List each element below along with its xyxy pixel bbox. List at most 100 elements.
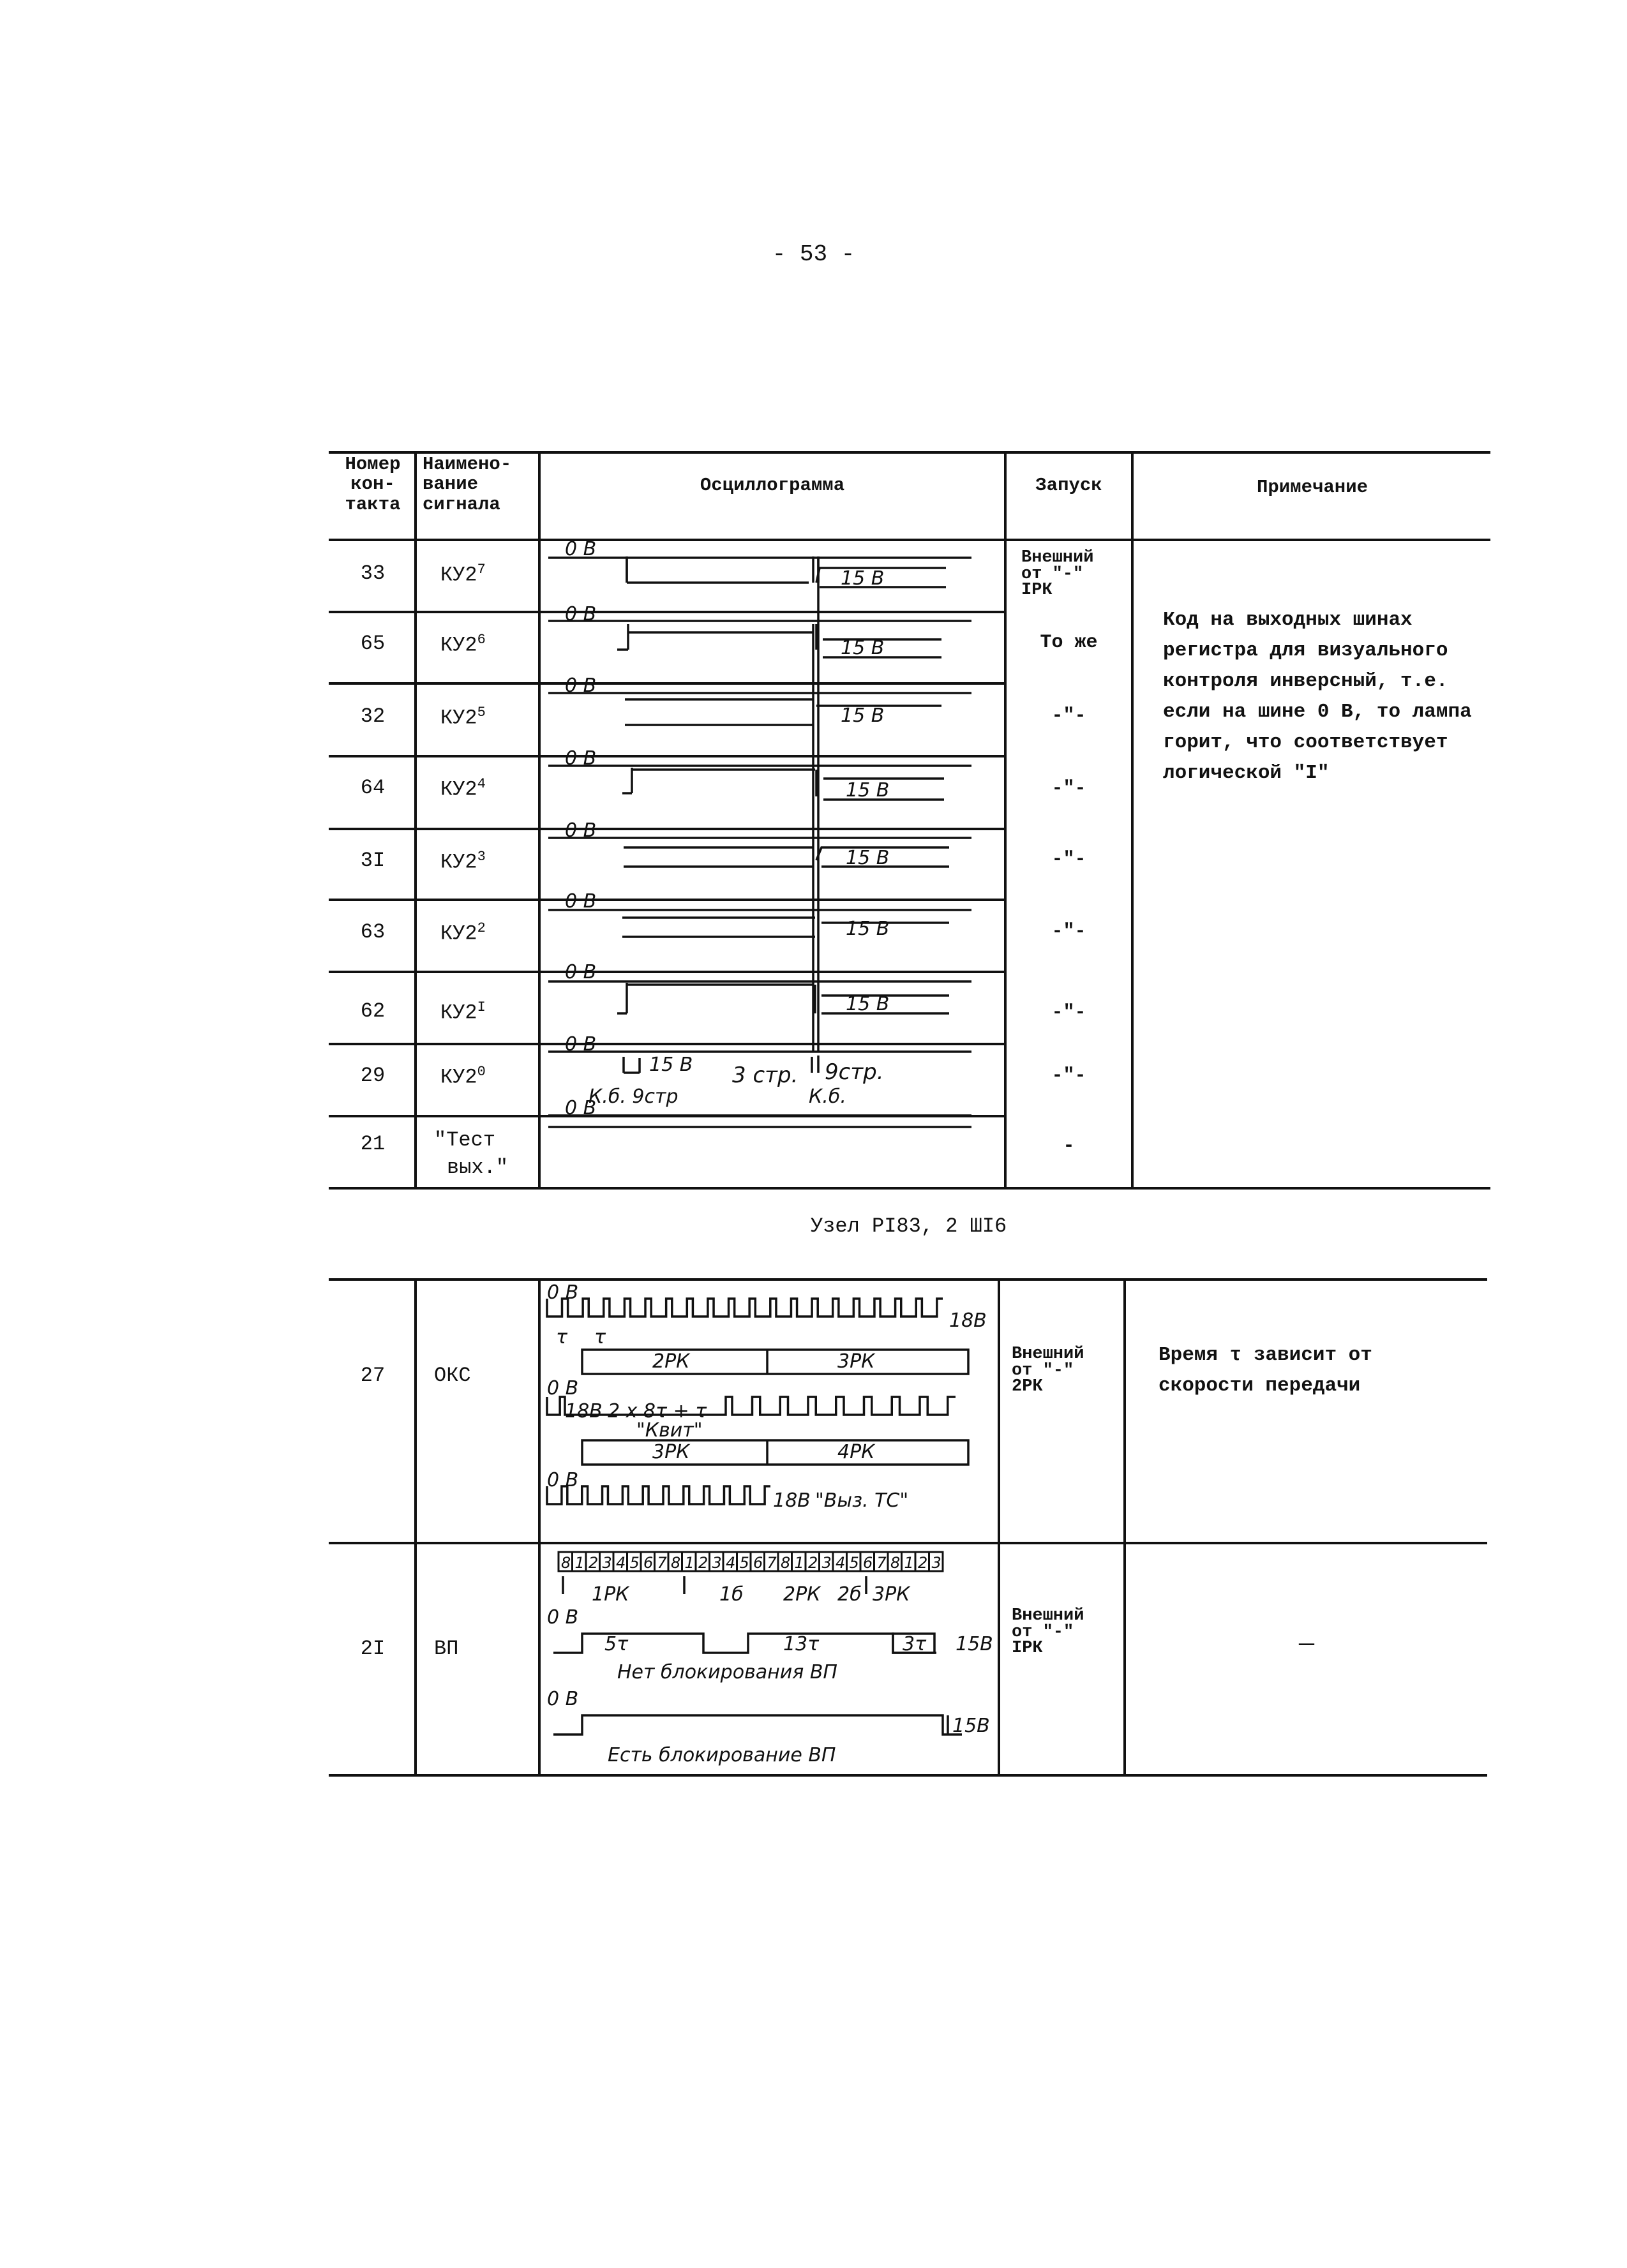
digit-label: 1	[904, 1554, 914, 1572]
level-label: 15 В	[649, 1054, 693, 1076]
launch-source: -"-	[1051, 1002, 1086, 1024]
rk-label: 3РК	[652, 1441, 691, 1463]
zero-volt-label: 0 В	[565, 819, 596, 842]
tau-label: τ	[594, 1326, 606, 1348]
tau-count-label: 13τ	[783, 1633, 820, 1655]
launch-source: -"-	[1051, 921, 1086, 943]
contact-no: 63	[360, 920, 386, 944]
digit-label: 4	[836, 1554, 845, 1572]
level-label: 15 В	[841, 637, 884, 659]
digit-label: 2	[808, 1554, 818, 1572]
header-note: Примечание	[1256, 477, 1368, 498]
signal-name: КУ25	[440, 705, 486, 730]
zero-volt-label: 0 В	[565, 541, 596, 560]
oscillogram-oks: 0 В τ τ 18В 2РК 3РК 0 В 18В 2 х 8τ + τ "…	[546, 1281, 987, 1512]
digit-label: 4	[726, 1554, 735, 1572]
contact-no: 33	[360, 562, 386, 585]
signal-name: КУ20	[440, 1064, 486, 1089]
digit-label: 2	[589, 1554, 598, 1572]
row-rule	[329, 1542, 1487, 1544]
level-label: 15 В	[846, 847, 889, 869]
digit-cell	[928, 1551, 944, 1572]
table-bottom-rule	[329, 1187, 1490, 1190]
signal-name: КУ2I	[440, 999, 486, 1025]
digit-label: 5	[850, 1554, 859, 1572]
header-launch: Запуск	[1035, 475, 1102, 496]
digit-label: 7	[657, 1554, 668, 1572]
digit-label: 1	[685, 1554, 694, 1572]
digit-label: 6	[753, 1554, 763, 1572]
digit-label: 8	[890, 1554, 900, 1572]
row-rule	[329, 899, 1005, 901]
rk-label: 2РК	[652, 1350, 691, 1373]
signal-name: КУ22	[440, 920, 486, 946]
digit-label: 7	[877, 1554, 887, 1572]
zero-volt-label: 0 В	[547, 1377, 578, 1399]
formula-label: 2 х 8τ + τ	[608, 1400, 707, 1422]
kb-page9-label: К.б. 9стр	[589, 1086, 679, 1108]
launch-source: -"-	[1051, 705, 1086, 727]
zero-volt-label: 0 В	[565, 961, 596, 983]
rk-label: 3РК	[873, 1583, 911, 1606]
level-label: 15 В	[841, 567, 884, 590]
rk-label: 3РК	[837, 1350, 876, 1373]
rk-label: 4РК	[837, 1441, 876, 1463]
signal-name: КУ24	[440, 776, 486, 802]
digit-label: 8	[781, 1554, 790, 1572]
voltage-label: 15В	[952, 1715, 990, 1737]
row-rule	[329, 971, 1005, 973]
block-label: 2б	[837, 1583, 862, 1606]
digit-label: 8	[671, 1554, 680, 1572]
col-rule	[538, 451, 541, 1190]
zero-volt-label: 0 В	[565, 675, 596, 697]
digit-label: 6	[863, 1554, 873, 1572]
digit-label: 6	[643, 1554, 653, 1572]
contact-no: 29	[360, 1064, 386, 1087]
launch-source: -"-	[1051, 849, 1086, 870]
rk-label: 1РК	[592, 1583, 630, 1606]
zero-volt-label: 0 В	[565, 1033, 596, 1056]
tau-count-label: 5τ	[604, 1633, 629, 1655]
signal-name: КУ26	[440, 632, 486, 657]
col-rule	[1123, 1278, 1126, 1776]
signal-name: КУ27	[440, 562, 486, 587]
contact-no: 2I	[360, 1637, 386, 1660]
digit-label: 7	[767, 1554, 777, 1572]
col-rule	[414, 1278, 417, 1776]
zero-volt-label: 0 В	[547, 1281, 578, 1304]
col-rule	[414, 451, 417, 1190]
header-oscillogram: Осциллограмма	[700, 475, 845, 496]
zero-volt-label: 0 В	[565, 890, 596, 913]
digit-label: 2	[698, 1554, 708, 1572]
row-rule	[329, 828, 1005, 830]
unit-title: Узел PI83, 2 ШI6	[811, 1214, 1007, 1238]
note-text: —	[1298, 1630, 1314, 1659]
zero-volt-label: 0 В	[565, 1097, 596, 1119]
table-top-rule	[329, 451, 1490, 454]
zero-volt-label: 0 В	[565, 747, 596, 770]
col-rule	[1004, 451, 1007, 1190]
signal-name: ОКС	[434, 1364, 471, 1387]
kb-label: К.б.	[809, 1086, 846, 1108]
voltage-label: 18В	[565, 1400, 603, 1422]
contact-no: 65	[360, 632, 386, 655]
level-label: 15 В	[846, 779, 889, 802]
digit-label: 2	[918, 1554, 927, 1572]
digit-label: 4	[616, 1554, 626, 1572]
zero-volt-label: 0 В	[547, 1688, 578, 1710]
zero-volt-label: 0 В	[547, 1606, 578, 1629]
row-rule	[329, 1043, 1005, 1045]
tau-label: τ	[556, 1326, 568, 1348]
launch-source: -"-	[1051, 778, 1086, 800]
launch-source: То же	[1040, 632, 1098, 653]
row-rule	[329, 611, 1005, 613]
contact-no: 32	[360, 705, 386, 728]
page3-label: 3 стр.	[732, 1063, 798, 1088]
rk-label: 2РК	[783, 1583, 821, 1606]
contact-no: 21	[360, 1132, 386, 1156]
col-rule	[998, 1278, 1000, 1776]
